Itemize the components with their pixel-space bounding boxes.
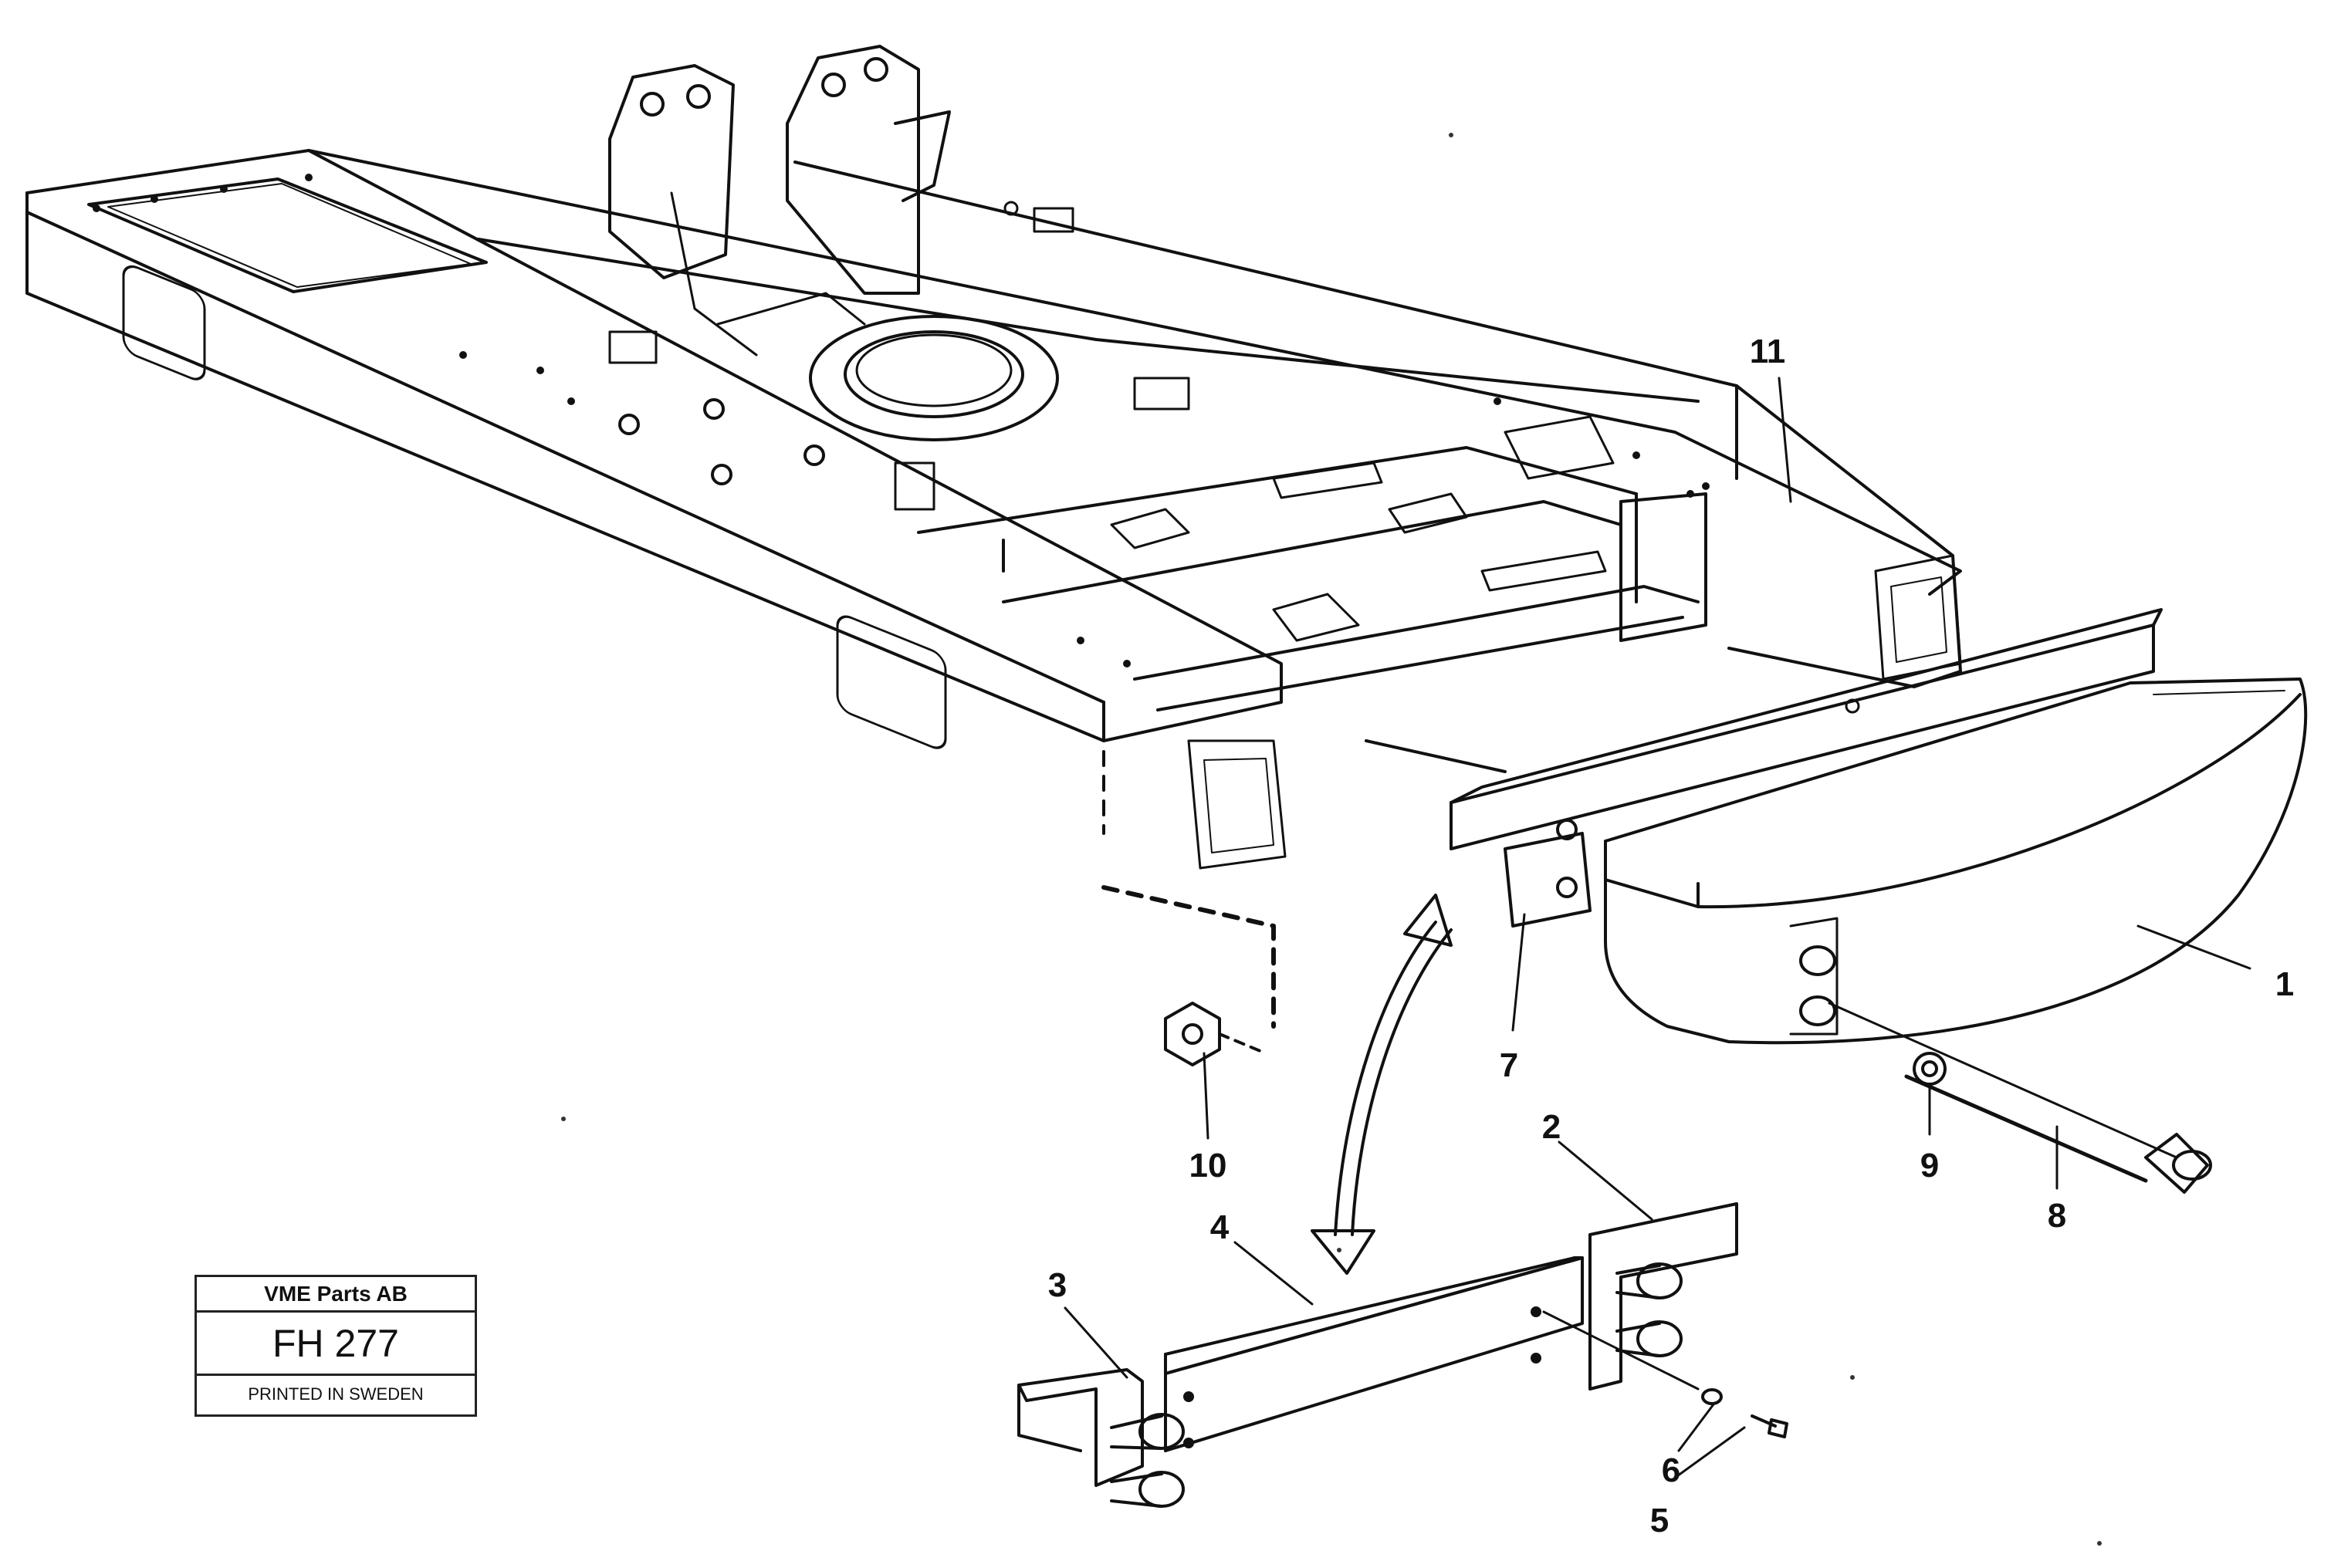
side-cutout-rear xyxy=(836,615,947,749)
callout-7: 7 xyxy=(1500,1046,1518,1084)
callout-8: 8 xyxy=(2048,1197,2066,1235)
counterweight-part-1 xyxy=(1604,678,2308,1045)
callout-1: 1 xyxy=(2275,965,2294,1003)
callout-4: 4 xyxy=(1210,1208,1230,1246)
stamp-drawing-code: FH 277 xyxy=(197,1313,475,1376)
main-frame xyxy=(25,45,1962,1029)
screw-part-5 xyxy=(1751,1414,1788,1438)
callout-9: 9 xyxy=(1920,1147,1939,1184)
leader-lines xyxy=(1064,377,2251,1479)
tower-brackets xyxy=(608,45,951,357)
bracket-part-3 xyxy=(1017,1368,1185,1508)
stamp-company: VME Parts AB xyxy=(197,1277,475,1313)
callout-10: 10 xyxy=(1189,1147,1227,1184)
cross-beam-part-7 xyxy=(1450,608,2163,928)
callout-5: 5 xyxy=(1650,1502,1669,1539)
cover-plate-part-4 xyxy=(1164,1256,1584,1452)
slewing-ring-inner xyxy=(844,330,1024,418)
callout-6: 6 xyxy=(1662,1451,1680,1489)
assembly-arrow xyxy=(1311,894,1453,1275)
callout-labels: 1 2 3 4 5 6 7 8 9 10 11 xyxy=(1048,333,2294,1539)
washer-part-9 xyxy=(1913,1052,1947,1086)
slewing-ring-outer xyxy=(809,315,1059,441)
washer-part-6 xyxy=(1701,1388,1723,1405)
bracket-part-2 xyxy=(1588,1202,1738,1391)
callout-3: 3 xyxy=(1048,1266,1067,1304)
stamp-printed-note: PRINTED IN SWEDEN xyxy=(248,1384,424,1404)
nut-part-10 xyxy=(1164,1002,1267,1066)
bolt-part-8 xyxy=(1828,1002,2212,1194)
side-cutout-front xyxy=(122,265,206,380)
scan-specks xyxy=(561,133,2102,1546)
left-tube-end xyxy=(1187,739,1287,870)
callout-11: 11 xyxy=(1750,333,1786,370)
callout-2: 2 xyxy=(1542,1108,1561,1146)
title-stamp: VME Parts AB FH 277 PRINTED IN SWEDEN xyxy=(195,1275,477,1417)
right-tube-end xyxy=(1874,554,1962,681)
